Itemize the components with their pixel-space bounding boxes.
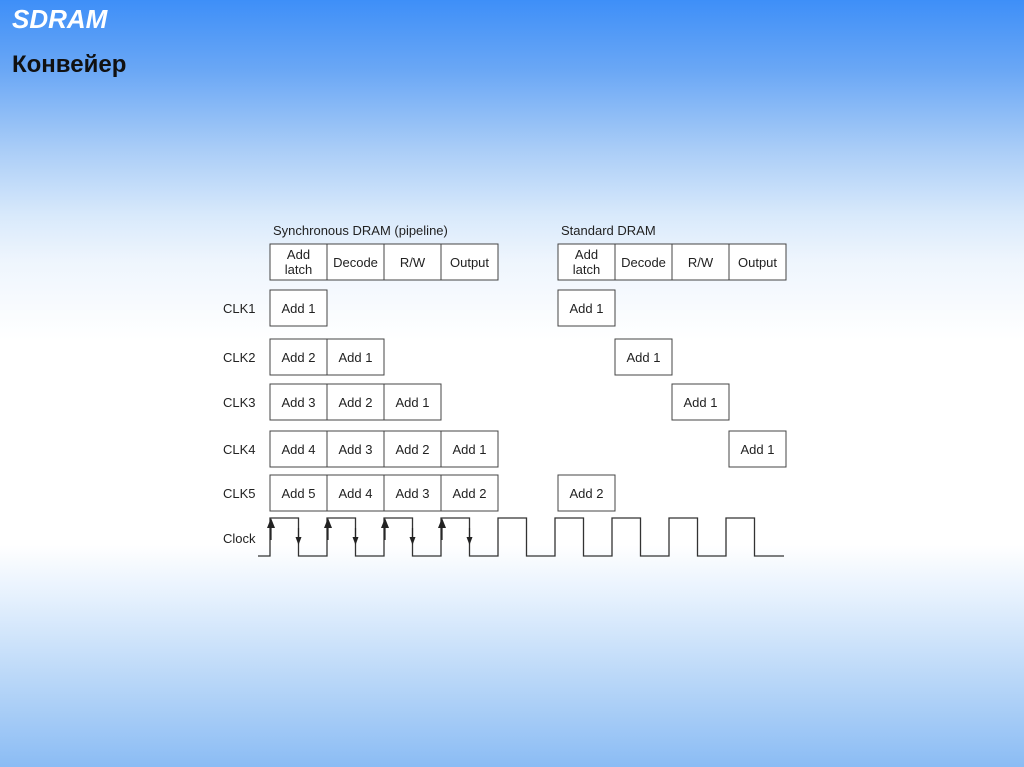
sync-pipeline-cell: [440, 474, 499, 512]
std-dram-cell: [614, 338, 673, 376]
sync-pipeline-cell-label: Add 1: [396, 395, 430, 410]
sync-dram-title: Synchronous DRAM (pipeline): [273, 223, 448, 238]
sync-pipeline-cell-label: Add 3: [282, 395, 316, 410]
sync-pipeline-cell-label: Add 1: [339, 350, 373, 365]
sync-pipeline-cell: [269, 289, 328, 327]
falling-edge-arrowhead: [409, 537, 416, 545]
rising-edge-arrowhead: [381, 518, 389, 528]
slide-subtitle: Конвейер: [12, 51, 127, 78]
sync-stage-header-text: Add: [287, 247, 310, 262]
sync-pipeline-cell-label: Add 5: [282, 486, 316, 501]
sync-stage-header-text: Decode: [333, 255, 378, 270]
std-dram-cell: [557, 474, 616, 512]
std-dram-cell-label: Add 1: [627, 350, 661, 365]
sync-stage-header-text: R/W: [400, 255, 426, 270]
slide-title: SDRAM: [12, 4, 108, 34]
std-stage-header-text: Add: [575, 247, 598, 262]
rising-edge-arrowhead: [267, 518, 275, 528]
sync-pipeline-cell-label: Add 2: [396, 442, 430, 457]
standard-dram-title: Standard DRAM: [561, 223, 656, 238]
std-stage-header-cell: [728, 243, 787, 281]
clk-row-label: CLK3: [223, 395, 256, 410]
std-stage-header-cell: [614, 243, 673, 281]
sync-pipeline-cell-label: Add 1: [282, 301, 316, 316]
std-stage-header-text: Decode: [621, 255, 666, 270]
sync-stage-header-text: latch: [285, 262, 312, 277]
sync-stage-header-text: Output: [450, 255, 489, 270]
clk-row-label: CLK2: [223, 350, 256, 365]
std-stage-header-text: latch: [573, 262, 600, 277]
sync-pipeline-cell: [383, 474, 442, 512]
falling-edge-arrowhead: [352, 537, 359, 545]
clk-row-label: CLK5: [223, 486, 256, 501]
sync-pipeline-cell: [269, 338, 328, 376]
std-dram-cell: [728, 430, 787, 468]
sync-stage-header-cell: [269, 243, 328, 281]
falling-edge-arrowhead: [295, 537, 302, 545]
std-stage-header-cell: [557, 243, 616, 281]
std-dram-cell: [557, 289, 616, 327]
falling-edge-arrowhead: [466, 537, 473, 545]
std-stage-header-text: Output: [738, 255, 777, 270]
sync-pipeline-cell: [326, 338, 385, 376]
sync-pipeline-cell-label: Add 3: [339, 442, 373, 457]
std-dram-cell-label: Add 1: [570, 301, 604, 316]
std-stage-header-cell: [671, 243, 730, 281]
sync-pipeline-cell: [326, 383, 385, 421]
clk-row-label: CLK4: [223, 442, 256, 457]
sync-pipeline-cell-label: Add 2: [453, 486, 487, 501]
sync-pipeline-cell-label: Add 2: [282, 350, 316, 365]
sync-pipeline-cell: [440, 430, 499, 468]
std-dram-cell-label: Add 1: [684, 395, 718, 410]
clk-row-label: CLK1: [223, 301, 256, 316]
rising-edge-arrowhead: [438, 518, 446, 528]
sync-pipeline-cell-label: Add 4: [282, 442, 316, 457]
std-dram-cell: [671, 383, 730, 421]
std-dram-cell-label: Add 1: [741, 442, 775, 457]
rising-edge-arrowhead: [324, 518, 332, 528]
sync-pipeline-cell: [383, 383, 442, 421]
std-stage-header-text: R/W: [688, 255, 714, 270]
sync-pipeline-cell-label: Add 4: [339, 486, 373, 501]
sync-pipeline-cell: [269, 383, 328, 421]
clock-waveform: [258, 517, 784, 557]
clock-signal-label: Clock: [223, 531, 256, 546]
sync-pipeline-cell: [383, 430, 442, 468]
std-dram-cell-label: Add 2: [570, 486, 604, 501]
sync-pipeline-cell-label: Add 2: [339, 395, 373, 410]
sync-pipeline-cell-label: Add 3: [396, 486, 430, 501]
sync-pipeline-cell-label: Add 1: [453, 442, 487, 457]
sync-stage-header-cell: [440, 243, 499, 281]
